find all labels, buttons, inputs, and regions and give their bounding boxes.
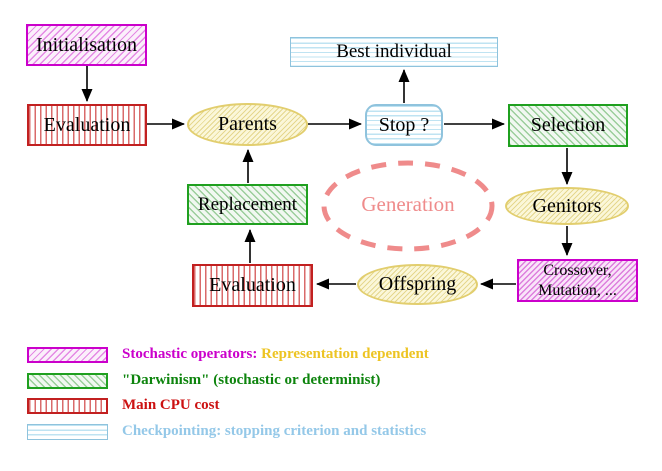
legend-text-representation: Representation dependent xyxy=(261,346,429,362)
node-selection-label: Selection xyxy=(530,114,606,136)
legend-swatch-stochastic-operators xyxy=(27,347,108,363)
legend-label-darwinism: "Darwinism" (stochastic or determinist) xyxy=(122,372,381,388)
legend-text-stochastic: Stochastic operators: xyxy=(122,346,258,362)
node-evaluation-bottom-label: Evaluation xyxy=(209,274,296,296)
node-initialisation-label: Initialisation xyxy=(35,33,138,56)
generation-loop-label: Generation xyxy=(361,192,455,216)
node-evaluation-top-label: Evaluation xyxy=(43,113,131,136)
node-genitors-label: Genitors xyxy=(532,194,602,217)
node-evaluation-top: Evaluation xyxy=(27,104,147,146)
node-stop-label: Stop ? xyxy=(378,113,430,136)
node-evaluation-bottom: Evaluation xyxy=(192,264,313,307)
crossover-line: Crossover, xyxy=(543,261,612,279)
node-genitors: Genitors xyxy=(505,187,629,225)
node-parents: Parents xyxy=(187,103,308,146)
node-initialisation: Initialisation xyxy=(26,24,147,66)
node-offspring-label: Offspring xyxy=(378,273,457,295)
node-crossover-mutation: Crossover, Mutation, ... xyxy=(517,259,638,302)
legend-label-checkpointing: Checkpointing: stopping criterion and st… xyxy=(122,423,427,439)
node-replacement: Replacement xyxy=(187,184,308,225)
node-best-individual: Best individual xyxy=(290,37,498,67)
node-selection: Selection xyxy=(508,104,628,147)
node-offspring: Offspring xyxy=(357,264,478,305)
legend-swatch-main-cpu-cost xyxy=(27,398,108,414)
mutation-line: Mutation, ... xyxy=(538,281,617,299)
node-replacement-label: Replacement xyxy=(197,193,298,215)
node-crossover-mutation-label: Crossover, Mutation, ... xyxy=(538,261,617,300)
legend-label-stochastic-operators: Stochastic operators: Representation dep… xyxy=(122,346,429,363)
legend-swatch-checkpointing xyxy=(27,424,108,440)
node-parents-label: Parents xyxy=(218,113,277,135)
legend-label-main-cpu-cost: Main CPU cost xyxy=(122,397,220,413)
node-best-individual-label: Best individual xyxy=(336,41,452,62)
node-stop: Stop ? xyxy=(365,104,443,146)
legend-swatch-darwinism xyxy=(27,373,108,389)
